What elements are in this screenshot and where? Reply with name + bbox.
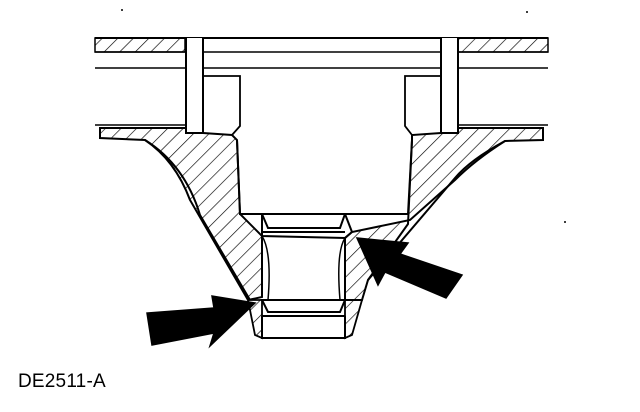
arrow-left-lower [146, 295, 257, 349]
right-stud [440, 38, 459, 134]
figure-id-label: DE2511-A [18, 371, 106, 392]
upper-bearing-cup [260, 213, 347, 301]
bore-steps [203, 75, 441, 136]
specks [121, 9, 566, 223]
casting-outline [144, 139, 506, 301]
arrow-right-upper [355, 237, 464, 299]
lower-bearing-cup [260, 299, 347, 339]
left-stud [185, 38, 204, 134]
top-plate [94, 37, 549, 53]
shaft-band [95, 67, 548, 126]
